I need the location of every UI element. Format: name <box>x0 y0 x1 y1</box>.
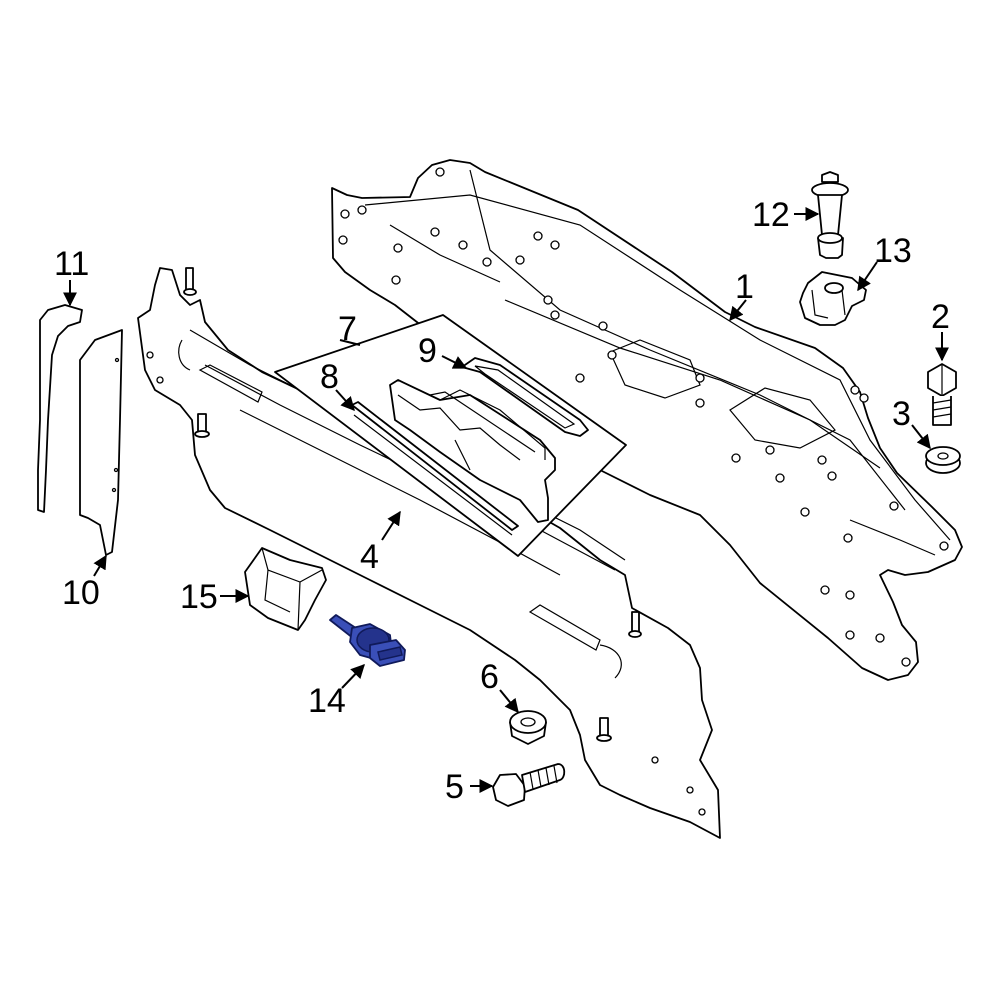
leader-4 <box>381 510 401 541</box>
leader-6 <box>499 689 519 714</box>
leader-14 <box>341 663 365 689</box>
callout-6: 6 <box>480 658 499 696</box>
callout-2: 2 <box>931 298 950 336</box>
leader-9 <box>441 355 468 369</box>
trim-strip-part-11 <box>37 304 83 513</box>
push-fastener-part-14 <box>329 614 406 667</box>
callout-8: 8 <box>320 358 339 396</box>
leader-1 <box>729 299 747 322</box>
duct-bracket-part-7 <box>389 379 556 523</box>
clip-bracket-part-13 <box>799 271 867 326</box>
washer-part-3 <box>925 446 961 474</box>
panel-1-holes <box>338 167 949 667</box>
seal-strip-part-8 <box>351 401 519 536</box>
upper-support-panel-part-1 <box>331 159 963 681</box>
spacer-part-6 <box>509 710 547 745</box>
callout-4: 4 <box>360 538 379 576</box>
stud-pin-part-12 <box>811 171 849 259</box>
callout-12: 12 <box>752 196 790 234</box>
leader-8 <box>335 389 355 412</box>
leader-13 <box>857 261 878 292</box>
callout-7: 7 <box>338 310 357 348</box>
callout-14: 14 <box>308 682 346 720</box>
leader-7 <box>339 339 361 346</box>
side-deflector-part-10 <box>79 329 123 556</box>
callout-1: 1 <box>735 268 754 306</box>
callout-13: 13 <box>874 232 912 270</box>
flange-bolt-part-5 <box>492 763 566 807</box>
lower-tie-bar-part-4 <box>137 267 721 839</box>
callout-9: 9 <box>418 332 437 370</box>
leader-lines <box>63 207 949 793</box>
retainer-clip-part-15 <box>244 547 327 631</box>
callout-5: 5 <box>445 768 464 806</box>
leader-10 <box>93 554 107 577</box>
leader-3 <box>911 424 931 450</box>
hex-bolt-part-2 <box>927 363 957 426</box>
callout-15: 15 <box>180 578 218 616</box>
callout-labels: 1 2 3 4 5 6 7 8 9 10 11 12 13 14 15 <box>54 196 950 806</box>
callout-3: 3 <box>892 395 911 433</box>
callout-11: 11 <box>54 245 89 283</box>
gasket-part-9 <box>461 357 589 437</box>
callout-10: 10 <box>62 574 100 612</box>
